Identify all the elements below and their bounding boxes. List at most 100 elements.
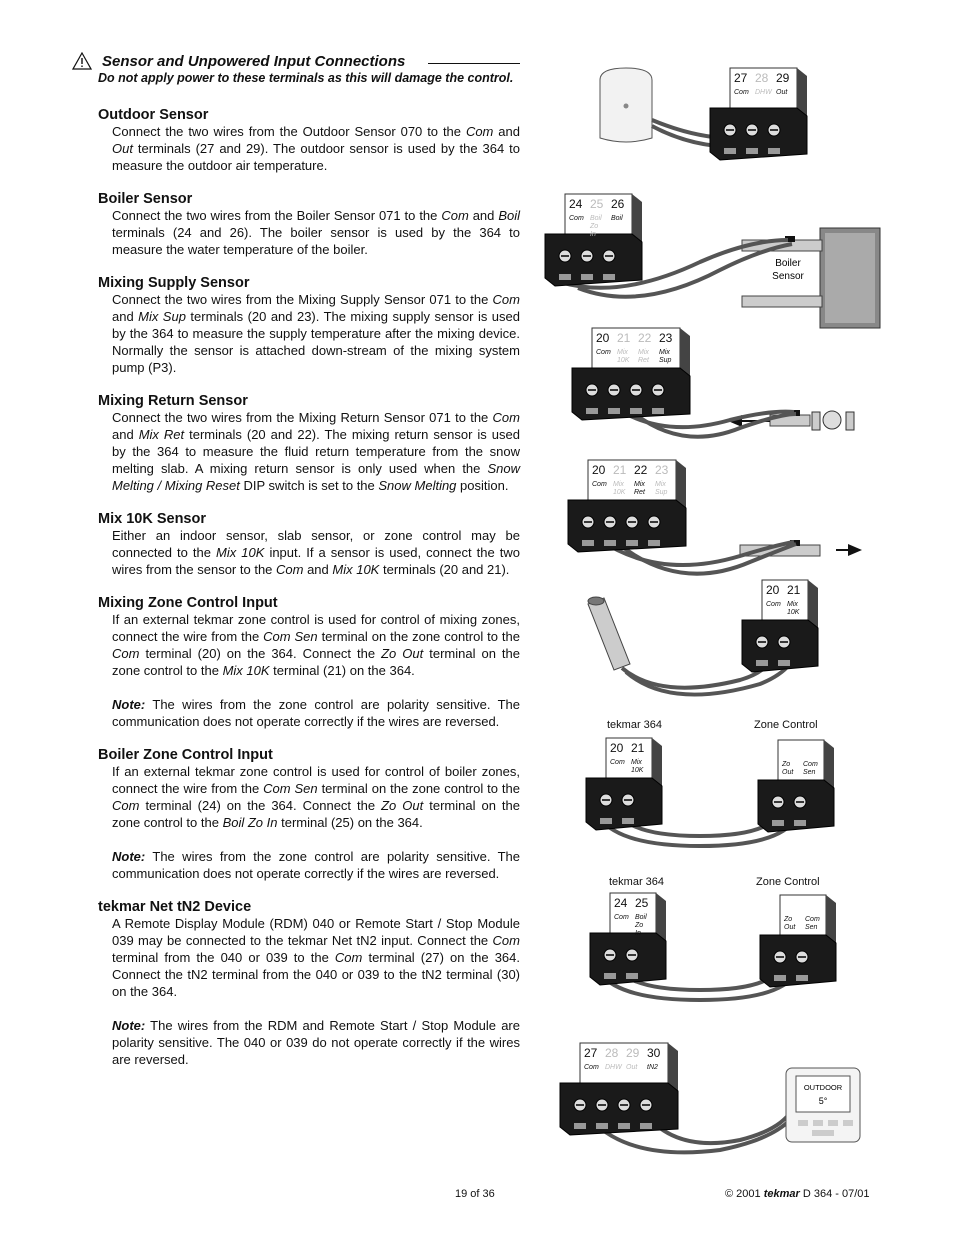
display-text: OUTDOOR bbox=[804, 1083, 843, 1092]
note-label: Note: bbox=[112, 697, 146, 712]
terminal-label: Com bbox=[610, 759, 625, 766]
section-title: Boiler Sensor bbox=[98, 191, 193, 207]
terminal-label: Ret bbox=[638, 357, 650, 364]
boiler-sensor-label: Boiler bbox=[775, 258, 801, 269]
terminal-label: Com bbox=[805, 916, 820, 923]
terminal-label: DHW bbox=[755, 89, 773, 96]
terminal-label: Com bbox=[596, 349, 611, 356]
terminal-label: Com bbox=[569, 215, 584, 222]
note-text: The wires from the zone control are pola… bbox=[112, 849, 520, 881]
note-text: The wires from the RDM and Remote Start … bbox=[112, 1018, 520, 1067]
section-body: Connect the two wires from the Boiler Se… bbox=[112, 208, 521, 257]
section-title: Mix 10K Sensor bbox=[98, 511, 206, 527]
brand-logo: tekmar bbox=[763, 1188, 800, 1200]
terminal-number: 20 bbox=[596, 331, 610, 345]
terminal-label: Mix bbox=[634, 481, 645, 488]
note-label: Note: bbox=[112, 849, 146, 864]
terminal-label: tN2 bbox=[647, 1064, 658, 1071]
section-title: Mixing Return Sensor bbox=[98, 393, 248, 409]
zone-control-label-2: Zone Control bbox=[756, 876, 820, 888]
section-title: Mixing Supply Sensor bbox=[98, 275, 250, 291]
terminal-label: Zo bbox=[781, 761, 790, 768]
terminal-label: Mix bbox=[787, 601, 798, 608]
terminal-label: 10K bbox=[787, 609, 800, 616]
terminal-label: Mix bbox=[617, 349, 628, 356]
terminal-number: 28 bbox=[755, 71, 769, 85]
section-title: tekmar Net tN2 Device bbox=[98, 899, 252, 915]
terminal-label: 10K bbox=[631, 767, 644, 774]
tekmar-label-2: tekmar 364 bbox=[609, 876, 665, 888]
section-header: Sensor and Unpowered Input Connections bbox=[72, 52, 520, 70]
terminal-label: Sup bbox=[659, 357, 672, 364]
section-body: Connect the two wires from the Mixing Su… bbox=[112, 292, 520, 375]
terminal-label: Out bbox=[776, 89, 788, 96]
outdoor-sensor-icon bbox=[599, 67, 653, 143]
terminal-label: Zo bbox=[783, 916, 792, 923]
terminal-label: Out bbox=[782, 769, 794, 776]
section-title: Mixing Zone Control Input bbox=[98, 595, 278, 611]
copyright-year: © 2001 bbox=[725, 1188, 761, 1200]
terminal-label: Out bbox=[784, 924, 796, 931]
section-title: Outdoor Sensor bbox=[98, 107, 209, 123]
terminal-label: Mix bbox=[655, 481, 666, 488]
section-body: Connect the two wires from the Outdoor S… bbox=[112, 124, 520, 173]
warning-icon bbox=[72, 52, 92, 70]
page-title: Sensor and Unpowered Input Connections bbox=[102, 53, 406, 70]
terminal-label: 10K bbox=[617, 357, 630, 364]
terminal-label: Sen bbox=[803, 769, 816, 776]
zone-control-label-1: Zone Control bbox=[754, 719, 818, 731]
note: Note: The wires from the zone control ar… bbox=[112, 696, 520, 730]
terminal-label: Sup bbox=[655, 489, 668, 496]
mixing-return-pipe bbox=[739, 540, 862, 557]
note: Note: The wires from the zone control ar… bbox=[112, 848, 520, 882]
terminal-label: Boil bbox=[590, 215, 602, 222]
terminal-number: 25 bbox=[635, 896, 649, 910]
terminal-number: 20 bbox=[766, 583, 780, 597]
section-title: Boiler Zone Control Input bbox=[98, 747, 273, 763]
terminal-number: 24 bbox=[569, 197, 583, 211]
section-body: If an external tekmar zone control is us… bbox=[112, 612, 520, 678]
note: Note: The wires from the RDM and Remote … bbox=[112, 1017, 520, 1068]
terminal-label: Com bbox=[592, 481, 607, 488]
section-body: Connect the two wires from the Mixing Re… bbox=[112, 410, 520, 493]
terminal-label: Sen bbox=[805, 924, 818, 931]
terminal-label: Com bbox=[584, 1064, 599, 1071]
terminal-number: 29 bbox=[776, 71, 790, 85]
terminal-number: 27 bbox=[584, 1046, 598, 1060]
terminal-number: 21 bbox=[617, 331, 631, 345]
terminal-number: 27 bbox=[734, 71, 748, 85]
terminal-number: 22 bbox=[638, 331, 652, 345]
